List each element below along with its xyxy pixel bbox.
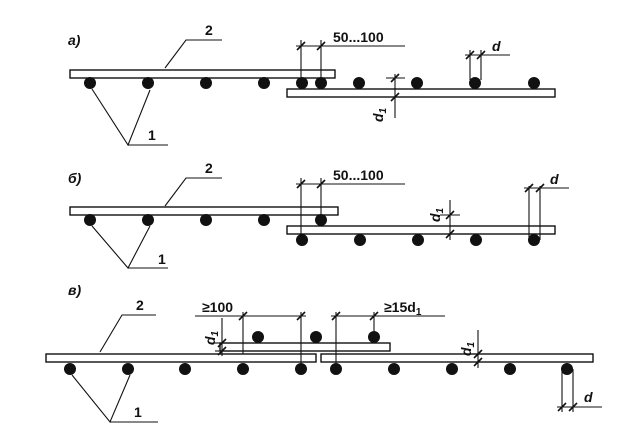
- dim-tick: [445, 210, 455, 220]
- rod: [64, 363, 76, 375]
- rod: [258, 214, 270, 226]
- panel-b-rods: [84, 214, 540, 246]
- rod: [561, 363, 573, 375]
- dim-tick: [390, 92, 400, 102]
- rod: [388, 363, 400, 375]
- rod: [411, 77, 423, 89]
- rod: [504, 363, 516, 375]
- panel-a: а) 2 1 50...100: [68, 22, 556, 147]
- rod: [469, 77, 481, 89]
- rod: [122, 363, 134, 375]
- dim-tick: [535, 183, 545, 193]
- rod: [412, 234, 424, 246]
- panel-b-label-1: 1: [158, 251, 166, 267]
- panel-a-rods: [84, 77, 540, 89]
- panel-c: в) 2 1 ≥100: [45, 282, 602, 424]
- dim-tick: [473, 357, 483, 367]
- panel-c-leader-2: [99, 314, 156, 353]
- rod: [200, 77, 212, 89]
- dim-tick: [331, 311, 341, 321]
- panel-b-lower-bar: [286, 225, 556, 235]
- rod: [84, 214, 96, 226]
- panel-c-lap-dim-left: ≥100: [202, 299, 233, 315]
- rod: [296, 77, 308, 89]
- rod: [179, 363, 191, 375]
- panel-c-splice-bar: [219, 342, 391, 352]
- rod: [142, 214, 154, 226]
- rod: [528, 77, 540, 89]
- dim-tick: [465, 50, 475, 60]
- panel-b-gap-dim: d1: [427, 207, 446, 222]
- panel-b-leader-2: [164, 177, 222, 207]
- rod: [296, 234, 308, 246]
- panel-a-lap-dim: 50...100: [333, 29, 384, 45]
- rod: [315, 214, 327, 226]
- panel-b-label-2: 2: [205, 160, 213, 176]
- dim-tick: [524, 183, 534, 193]
- dim-tick: [316, 179, 326, 189]
- dim-tick: [217, 338, 227, 348]
- rod: [368, 331, 380, 343]
- rod: [200, 214, 212, 226]
- panel-c-label-2: 2: [136, 297, 144, 313]
- panel-c-letter: в): [68, 282, 81, 298]
- rod: [310, 331, 322, 343]
- rod: [470, 234, 482, 246]
- panel-a-upper-bar: [69, 69, 336, 79]
- panel-a-gap-dim: d1: [370, 107, 389, 122]
- rod: [252, 331, 264, 343]
- panel-c-main-bar-right: [320, 353, 594, 363]
- rod: [446, 363, 458, 375]
- rod: [315, 77, 327, 89]
- rod: [84, 77, 96, 89]
- dim-tick: [316, 41, 326, 51]
- dim-tick: [476, 50, 486, 60]
- panel-a-leader-2: [164, 39, 222, 69]
- panel-a-label-2: 2: [205, 22, 213, 38]
- panel-b-leader-1: [91, 225, 168, 269]
- panel-a-lower-bar: [286, 88, 556, 98]
- rod: [258, 77, 270, 89]
- panel-c-label-1: 1: [134, 404, 142, 420]
- rod: [353, 77, 365, 89]
- dim-tick: [445, 229, 455, 239]
- dim-tick: [557, 402, 567, 412]
- panel-b: б) 2 1 50...100 d: [68, 160, 569, 269]
- dim-tick: [296, 179, 306, 189]
- panel-b-lap-dim: 50...100: [333, 167, 384, 183]
- rod: [528, 234, 540, 246]
- rod: [330, 363, 342, 375]
- dim-tick: [296, 41, 306, 51]
- rod: [142, 77, 154, 89]
- panel-c-leader-1: [71, 374, 158, 424]
- dim-tick: [238, 311, 248, 321]
- panel-c-lap-dim-right: ≥15d1: [384, 299, 422, 318]
- panel-c-rod-dim: d: [584, 389, 593, 405]
- dim-tick: [296, 311, 306, 321]
- dim-tick: [473, 349, 483, 359]
- dim-tick: [390, 73, 400, 83]
- panel-a-letter: а): [68, 32, 81, 48]
- panel-b-upper-bar: [69, 206, 339, 216]
- panel-b-rod-dim: d: [550, 171, 559, 187]
- rod: [237, 363, 249, 375]
- panel-c-gap-dim-left: d1: [202, 330, 221, 345]
- dim-tick: [369, 311, 379, 321]
- panel-c-rods: [64, 331, 573, 375]
- panel-c-main-bar-left: [45, 353, 317, 363]
- panel-a-leader-1: [91, 88, 168, 147]
- panel-c-gap-dim-right: d1: [458, 341, 477, 356]
- panel-b-letter: б): [68, 170, 82, 186]
- panel-a-rod-dim: d: [492, 38, 501, 54]
- dim-tick: [568, 402, 578, 412]
- rod: [295, 363, 307, 375]
- dim-tick: [217, 346, 227, 356]
- panel-a-label-1: 1: [148, 127, 156, 143]
- rod: [354, 234, 366, 246]
